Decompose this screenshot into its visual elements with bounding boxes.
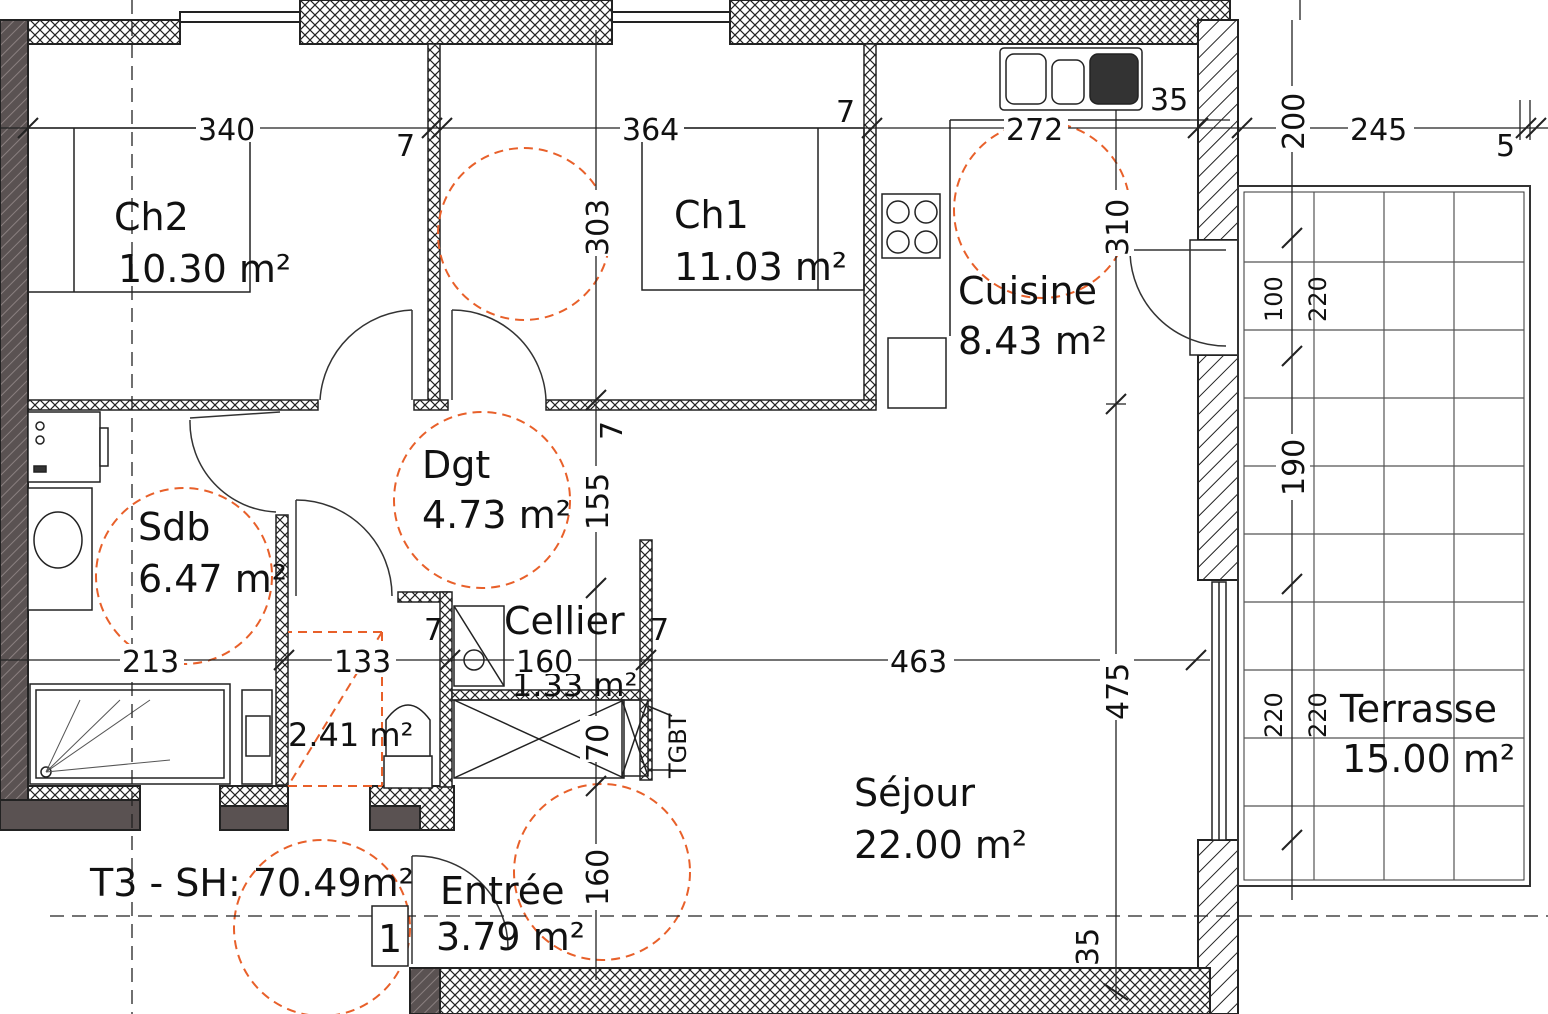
- dim-terr-100: 100: [1260, 276, 1288, 322]
- ch2-area: 10.30 m²: [118, 247, 291, 291]
- dim-terr-220a: 220: [1304, 276, 1332, 322]
- cellier-name: Cellier: [504, 599, 625, 643]
- terrasse-area: 15.00 m²: [1342, 737, 1515, 781]
- dim-ext-245: 245: [1350, 113, 1407, 148]
- door-swings: [189, 249, 1227, 964]
- dimension-labels: 340 7 364 7 272 35 245 5 213 133 7 160 7…: [120, 83, 1515, 680]
- tgbt-label: TGBT: [664, 713, 692, 779]
- dim-cuisine-width: 272: [1006, 113, 1063, 148]
- sdb-area: 6.47 m²: [138, 557, 287, 601]
- dim-entree-depth: 160: [581, 849, 616, 906]
- exterior-walls: [0, 0, 1239, 1014]
- terrasse-grid: [1237, 185, 1531, 887]
- dim-wall-a: 7: [396, 129, 415, 164]
- cuisine-area: 8.43 m²: [958, 319, 1107, 363]
- dim-ch1-depth: 303: [581, 199, 616, 256]
- lot-number-box: [371, 905, 409, 967]
- cooktop: [881, 193, 941, 259]
- wc-area: 2.41 m²: [288, 716, 413, 754]
- vertical-dimension-labels: 303 7 155 70 160 310 475 35 200 100 220 …: [580, 86, 1332, 966]
- kitchen-sink: [999, 47, 1143, 111]
- entree-name: Entrée: [440, 869, 565, 913]
- dgt-name: Dgt: [422, 443, 490, 487]
- terrasse-name: Terrasse: [1339, 687, 1497, 731]
- dim-ext-5: 5: [1496, 129, 1515, 164]
- dim-dgt-depth: 155: [581, 473, 616, 530]
- dim-cellier-width: 160: [516, 645, 573, 680]
- shower: [29, 683, 231, 785]
- dim-ext-200: 200: [1277, 93, 1312, 150]
- wc-basin: [241, 689, 273, 785]
- dgt-area: 4.73 m²: [422, 493, 571, 537]
- ch2-name: Ch2: [114, 195, 189, 239]
- dim-sdb-width: 213: [122, 645, 179, 680]
- dim-ch2-width: 340: [198, 113, 255, 148]
- interior-partitions: [27, 43, 1239, 788]
- dim-wall-d: 7: [424, 613, 443, 648]
- room-labels: Ch2 10.30 m² Ch1 11.03 m² Cuisine 8.43 m…: [89, 193, 1515, 967]
- toilet: [383, 704, 433, 789]
- dim-wall-b: 7: [836, 95, 855, 130]
- sejour-area: 22.00 m²: [854, 823, 1027, 867]
- ch1-name: Ch1: [674, 193, 749, 237]
- sejour-name: Séjour: [854, 771, 975, 815]
- dim-sejour-depth: 475: [1101, 663, 1136, 720]
- dim-sink-depth: 35: [1150, 83, 1188, 118]
- kitchen-counter: [887, 119, 1190, 409]
- dim-bottom-35: 35: [1071, 928, 1106, 966]
- dim-terr-190: 190: [1277, 439, 1312, 496]
- dim-terr-220c: 220: [1304, 692, 1332, 738]
- sdb-name: Sdb: [138, 505, 210, 549]
- dim-sejour-width: 463: [890, 645, 947, 680]
- dim-wall-c: 7: [595, 421, 630, 440]
- dim-ch1-width: 364: [622, 113, 679, 148]
- dim-wall-e: 7: [650, 613, 669, 648]
- dim-cellier-depth: 70: [581, 724, 616, 762]
- dim-wc-width: 133: [334, 645, 391, 680]
- electrical-panel: [621, 699, 673, 777]
- entree-area: 3.79 m²: [436, 915, 585, 959]
- washbasin: [27, 487, 93, 611]
- washing-machine: [27, 411, 109, 483]
- dim-terr-220b: 220: [1260, 692, 1288, 738]
- plan-title: T3 - SH: 70.49m²: [89, 861, 414, 905]
- cuisine-name: Cuisine: [958, 269, 1097, 313]
- ch1-area: 11.03 m²: [674, 245, 847, 289]
- lot-number: 1: [378, 917, 402, 961]
- bay-window: [1211, 581, 1227, 841]
- dim-cuisine-depth: 310: [1101, 199, 1136, 256]
- water-heater: [453, 605, 625, 779]
